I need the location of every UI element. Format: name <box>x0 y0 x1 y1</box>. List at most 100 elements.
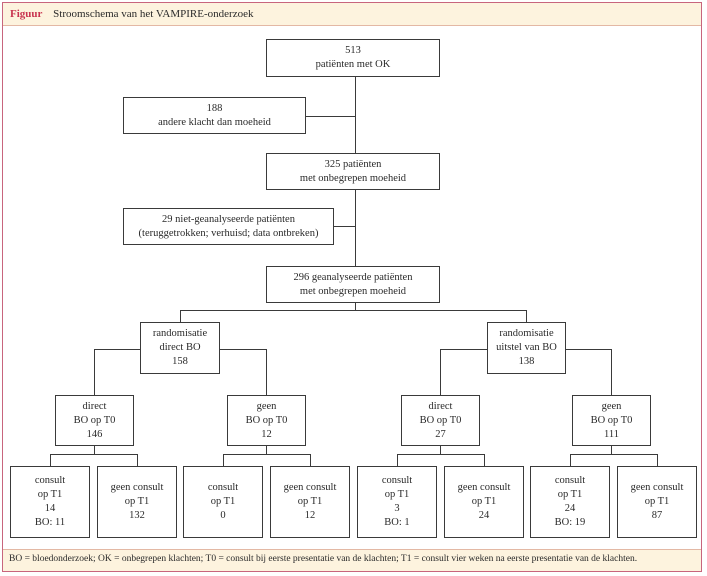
leaf-2-line2: op T1 <box>124 496 150 507</box>
box-not-analysed-line1: 29 niet-geanalyseerde patiënten <box>162 213 295 225</box>
box-geen-bo-t0-arm2: geen BO op T0 111 <box>572 395 651 446</box>
connector-to-u-direct <box>440 349 441 395</box>
connector-to-d-geen <box>266 349 267 395</box>
leaf-geen-consult-t1-6: geen consult op T1 24 <box>444 466 524 538</box>
figure-header: Figuur Stroomschema van het VAMPIRE-onde… <box>3 3 701 25</box>
box-rand-delay-line1: randomisatie <box>499 328 554 339</box>
box-rand-direct-line2: direct BO <box>159 342 201 353</box>
leaf-consult-t1-7: consult op T1 24 BO: 19 <box>530 466 610 538</box>
box-u-direct-line1: direct <box>428 400 453 412</box>
leaf-2-count: 132 <box>129 510 145 521</box>
box-u-direct-line2: BO op T0 <box>419 414 462 426</box>
box-d-geen-count: 12 <box>261 428 272 440</box>
connector-to-l5 <box>397 454 398 466</box>
leaf-8-count: 87 <box>651 510 663 521</box>
connector-u-geen-leaves <box>570 454 658 455</box>
box-unexplained-line1: 325 patiënten <box>324 158 382 170</box>
connector-randomisation-bar <box>180 310 527 311</box>
leaf-6-line2: op T1 <box>471 496 497 507</box>
connector-to-d-direct <box>94 349 95 395</box>
figure-footnote: BO = bloedonderzoek; OK = onbegrepen kla… <box>9 554 638 564</box>
box-u-direct-count: 27 <box>435 428 446 440</box>
connector-u-direct-down <box>440 446 441 454</box>
leaf-7-line2: op T1 <box>557 489 583 500</box>
box-d-direct-line1: direct <box>82 400 107 412</box>
leaf-6-count: 24 <box>478 510 490 521</box>
box-d-geen-line2: BO op T0 <box>245 414 288 426</box>
leaf-1-line2: op T1 <box>37 489 63 500</box>
box-d-direct-count: 146 <box>86 428 103 440</box>
box-excluded-other-complaint: 188 andere klacht dan moeheid <box>123 97 306 134</box>
leaf-6-line1: geen consult <box>457 482 511 493</box>
box-excluded-label: andere klacht dan moeheid <box>158 116 271 128</box>
connector-d-direct-leaves <box>50 454 138 455</box>
connector-d-geen-down <box>266 446 267 454</box>
leaf-7-line1: consult <box>554 475 586 486</box>
connector-to-rand-direct <box>180 310 181 322</box>
leaf-5-bo: BO: 1 <box>384 517 410 528</box>
box-rand-direct-count: 158 <box>172 356 188 367</box>
box-total-count: 513 <box>345 45 361 56</box>
connector-u-direct-leaves <box>397 454 485 455</box>
leaf-7-count: 24 <box>564 503 576 514</box>
connector-to-rand-delay <box>526 310 527 322</box>
leaf-8-line2: op T1 <box>644 496 670 507</box>
box-u-geen-line1: geen <box>601 400 622 412</box>
box-unexplained-fatigue: 325 patiënten met onbegrepen moeheid <box>266 153 440 190</box>
box-randomisation-direct: randomisatie direct BO 158 <box>140 322 220 374</box>
leaf-8-line1: geen consult <box>630 482 684 493</box>
box-not-analysed-line2: (teruggetrokken; verhuisd; data ontbreke… <box>138 227 319 239</box>
leaf-4-line2: op T1 <box>297 496 323 507</box>
box-total-patients: 513 patiënten met OK <box>266 39 440 77</box>
connector-d-direct-down <box>94 446 95 454</box>
connector-to-l8 <box>657 454 658 466</box>
leaf-1-count: 14 <box>44 503 56 514</box>
leaf-consult-t1-3: consult op T1 0 <box>183 466 263 538</box>
leaf-4-count: 12 <box>304 510 316 521</box>
leaf-geen-consult-t1-8: geen consult op T1 87 <box>617 466 697 538</box>
connector-to-l2 <box>137 454 138 466</box>
leaf-1-line1: consult <box>34 475 66 486</box>
connector-to-l4 <box>310 454 311 466</box>
leaf-consult-t1-5: consult op T1 3 BO: 1 <box>357 466 437 538</box>
leaf-3-line1: consult <box>207 482 239 493</box>
box-rand-delay-line2: uitstel van BO <box>496 342 557 353</box>
connector-to-l6 <box>484 454 485 466</box>
figure-frame: Figuur Stroomschema van het VAMPIRE-onde… <box>2 2 702 572</box>
box-analysed-patients: 296 geanalyseerde patiënten met onbegrep… <box>266 266 440 303</box>
leaf-4-line1: geen consult <box>283 482 337 493</box>
box-rand-delay-count: 138 <box>518 356 535 367</box>
figure-label: Figuur <box>10 8 43 20</box>
connector-to-u-geen <box>611 349 612 395</box>
box-unexplained-line2: met onbegrepen moeheid <box>299 172 407 184</box>
box-d-direct-line2: BO op T0 <box>73 414 116 426</box>
box-analysed-line1: 296 geanalyseerde patiënten <box>293 271 413 283</box>
box-not-analysed: 29 niet-geanalyseerde patiënten (terugge… <box>123 208 334 245</box>
leaf-3-line2: op T1 <box>210 496 236 507</box>
box-geen-bo-t0-arm1: geen BO op T0 12 <box>227 395 306 446</box>
flowchart-canvas: 513 patiënten met OK 188 andere klacht d… <box>3 25 701 550</box>
leaf-2-line1: geen consult <box>110 482 164 493</box>
figure-title: Stroomschema van het VAMPIRE-onderzoek <box>53 8 254 20</box>
leaf-1-bo: BO: 11 <box>34 517 66 528</box>
box-direct-bo-t0-arm2: direct BO op T0 27 <box>401 395 480 446</box>
leaf-geen-consult-t1-4: geen consult op T1 12 <box>270 466 350 538</box>
box-direct-bo-t0-arm1: direct BO op T0 146 <box>55 395 134 446</box>
connector-u-geen-down <box>611 446 612 454</box>
connector-to-l1 <box>50 454 51 466</box>
connector-d-geen-leaves <box>223 454 311 455</box>
connector-to-excluded-other <box>306 116 356 117</box>
box-u-geen-line2: BO op T0 <box>590 414 633 426</box>
leaf-consult-t1-1: consult op T1 14 BO: 11 <box>10 466 90 538</box>
box-randomisation-delay: randomisatie uitstel van BO 138 <box>487 322 566 374</box>
box-excluded-count: 188 <box>206 102 223 114</box>
connector-analysed-down <box>355 303 356 310</box>
box-total-label: patiënten met OK <box>315 59 391 70</box>
leaf-3-count: 0 <box>220 510 226 521</box>
connector-to-l3 <box>223 454 224 466</box>
connector-to-not-analysed <box>334 226 356 227</box>
box-d-geen-line1: geen <box>256 400 277 412</box>
leaf-5-line1: consult <box>381 475 413 486</box>
leaf-5-count: 3 <box>394 503 400 514</box>
connector-to-l7 <box>570 454 571 466</box>
